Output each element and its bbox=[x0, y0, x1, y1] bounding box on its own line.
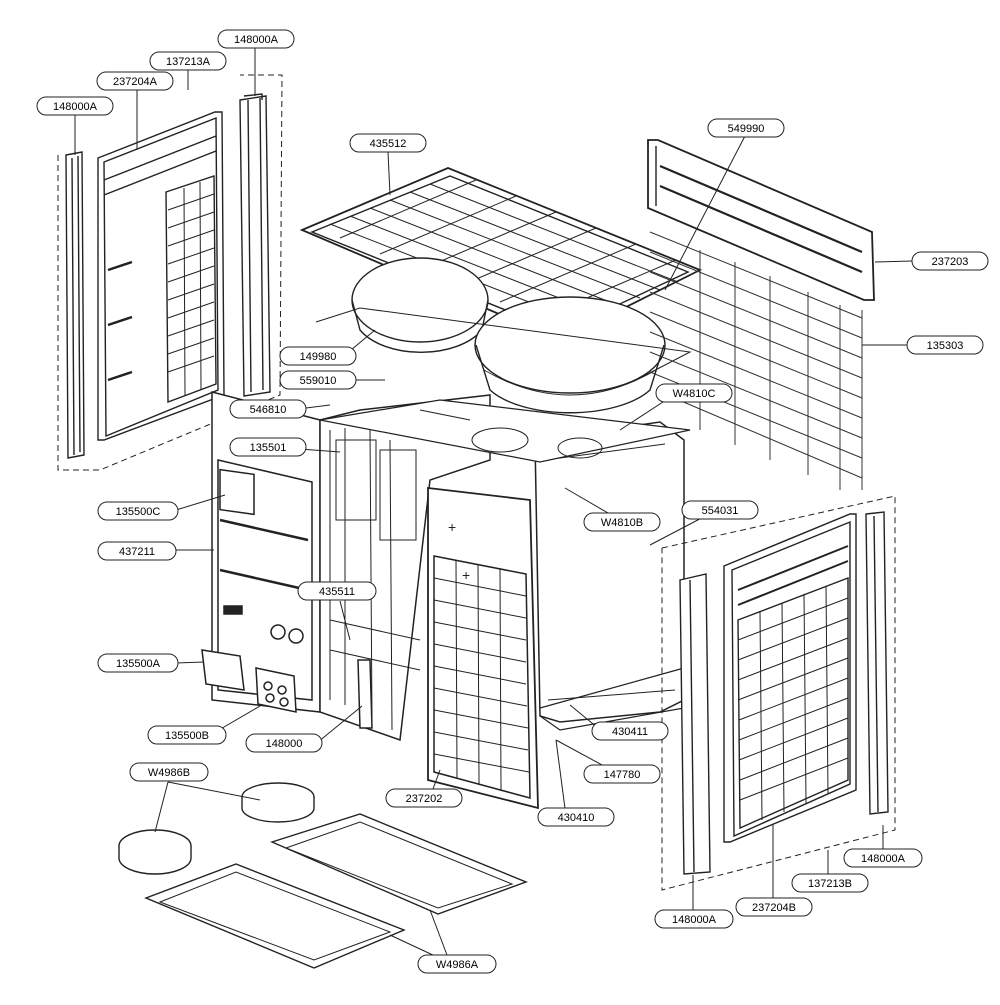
part-number-label: 554031 bbox=[702, 505, 739, 517]
callout-237203: 237203 bbox=[911, 251, 989, 271]
part-number-label: 135500A bbox=[116, 658, 161, 670]
part-number-label: 549990 bbox=[728, 123, 765, 135]
corner-post-right bbox=[239, 93, 271, 397]
left-panel-group bbox=[57, 74, 283, 471]
part-number-label: W4810C bbox=[673, 388, 716, 400]
base-cap-left bbox=[118, 829, 192, 875]
callout-554031: 554031 bbox=[681, 500, 759, 520]
part-number-label: 546810 bbox=[250, 404, 287, 416]
rear-top-panel bbox=[647, 139, 875, 301]
part-number-label: W4986A bbox=[436, 959, 479, 971]
callout-430410: 430410 bbox=[537, 807, 615, 827]
part-number-label: 147780 bbox=[604, 769, 641, 781]
callout-135500A: 135500A bbox=[97, 653, 179, 673]
part-number-label: 237203 bbox=[932, 256, 969, 268]
part-number-label: 148000A bbox=[234, 34, 279, 46]
callout-437211: 437211 bbox=[97, 541, 177, 561]
part-number-label: 135500B bbox=[165, 730, 209, 742]
part-number-label: 135500C bbox=[116, 506, 161, 518]
part-number-label: W4986B bbox=[148, 767, 190, 779]
part-number-label: 149980 bbox=[300, 351, 337, 363]
callout-135303: 135303 bbox=[906, 335, 984, 355]
part-number-label: 237204A bbox=[113, 76, 158, 88]
callout-237204A: 237204A bbox=[96, 71, 174, 91]
callout-237202: 237202 bbox=[385, 788, 463, 808]
svg-text:+: + bbox=[462, 567, 470, 583]
callout-137213A: 137213A bbox=[149, 51, 227, 71]
callout-W4986B: W4986B bbox=[129, 762, 209, 782]
callout-430411: 430411 bbox=[591, 721, 669, 741]
callout-559010: 559010 bbox=[279, 370, 357, 390]
callout-549990: 549990 bbox=[707, 118, 785, 138]
callout-137213B: 137213B bbox=[791, 873, 869, 893]
part-number-label: 237202 bbox=[406, 793, 443, 805]
callout-135500B: 135500B bbox=[147, 725, 227, 745]
callout-435511: 435511 bbox=[297, 581, 377, 601]
callout-135500C: 135500C bbox=[97, 501, 179, 521]
callout-W4810C: W4810C bbox=[655, 383, 733, 403]
part-number-label: W4810B bbox=[601, 517, 643, 529]
svg-text:+: + bbox=[448, 519, 456, 535]
part-number-label: 148000 bbox=[266, 738, 303, 750]
part-number-label: 148000A bbox=[672, 914, 717, 926]
callout-135501: 135501 bbox=[229, 437, 307, 457]
part-number-label: 559010 bbox=[300, 375, 337, 387]
callout-148000A-left: 148000A bbox=[36, 96, 114, 116]
side-panel-left bbox=[97, 111, 225, 441]
part-number-label: 430410 bbox=[558, 812, 595, 824]
corner-post-left bbox=[65, 151, 85, 459]
part-number-label: 435511 bbox=[319, 586, 355, 598]
part-number-label: 435512 bbox=[370, 138, 407, 150]
callout-W4810B: W4810B bbox=[583, 512, 661, 532]
part-number-label: 437211 bbox=[119, 546, 155, 558]
callout-148000A-top: 148000A bbox=[217, 29, 295, 49]
callout-148000A-bottom: 148000A bbox=[654, 909, 734, 929]
callout-labels: 148000A 137213A 237204A 148000A 435512 5… bbox=[36, 29, 989, 974]
part-number-label: 237204B bbox=[752, 902, 796, 914]
part-number-label: 135303 bbox=[927, 340, 964, 352]
part-number-label: 135501 bbox=[250, 442, 287, 454]
part-number-label: 430411 bbox=[612, 726, 648, 738]
part-number-label: 137213B bbox=[808, 878, 852, 890]
callout-149980: 149980 bbox=[279, 346, 357, 366]
callout-147780: 147780 bbox=[583, 764, 661, 784]
main-unit-body: + + bbox=[201, 391, 691, 810]
corner-post-rear bbox=[865, 511, 889, 815]
part-number-label: 148000A bbox=[53, 101, 98, 113]
part-number-label: 137213A bbox=[166, 56, 211, 68]
callout-435512: 435512 bbox=[349, 133, 427, 153]
base-cap-right bbox=[241, 782, 315, 823]
corner-post-front bbox=[679, 573, 711, 875]
part-number-label: 148000A bbox=[861, 853, 906, 865]
bottom-parts bbox=[118, 782, 528, 969]
callout-W4986A: W4986A bbox=[417, 954, 497, 974]
callout-237204B: 237204B bbox=[735, 897, 813, 917]
side-panel-right bbox=[723, 513, 857, 843]
base-plate-upper bbox=[270, 813, 528, 915]
top-fan-guard-assembly bbox=[299, 167, 703, 414]
callout-546810: 546810 bbox=[229, 399, 307, 419]
right-panel-group bbox=[661, 495, 896, 891]
base-plate-lower bbox=[144, 863, 406, 969]
callout-148000: 148000 bbox=[245, 733, 323, 753]
callout-148000A-bottom-right: 148000A bbox=[843, 848, 923, 868]
